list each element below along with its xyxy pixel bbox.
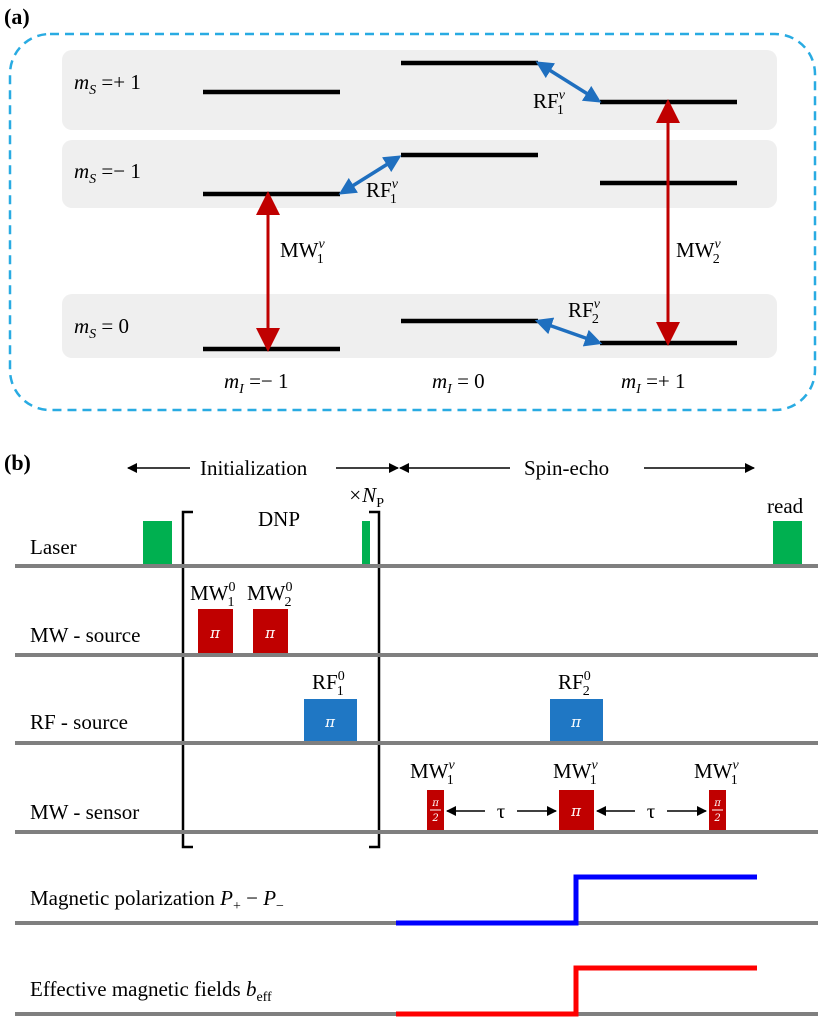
panel-a-dashed-border <box>8 32 817 412</box>
row-label-field: Effective magnetic fields beff <box>30 977 272 1005</box>
row-label-mw-source: MW - source <box>30 623 140 647</box>
sens-pulse-1-den: 2 <box>431 813 438 824</box>
tau2-label: τ <box>647 799 655 823</box>
laser-pulse-dnp <box>362 521 370 564</box>
label-spin-echo: Spin-echo <box>524 456 609 480</box>
label-mi-plus: mI =+ 1 <box>621 369 686 397</box>
label-mi-zero: mI = 0 <box>432 369 485 397</box>
panel-a-tag: (a) <box>4 4 30 29</box>
rf-arrow-top <box>535 61 602 103</box>
label-ms-zero: mS = 0 <box>74 314 129 342</box>
sens-pulse-3-num: π <box>713 798 721 809</box>
label-repeat: ×NP <box>348 483 384 511</box>
dnp-bracket-right <box>369 510 381 849</box>
laser-pulse-1 <box>143 521 172 564</box>
band-ms-zero <box>62 294 777 358</box>
mw-src-pulse-1-glyph: π <box>209 624 221 642</box>
band-ms-minus <box>62 140 777 208</box>
sens-pulse-1-num: π <box>431 798 439 809</box>
row-label-mw-sensor: MW - sensor <box>30 800 139 824</box>
rf-src-pulse-1 <box>304 699 357 741</box>
label-initialization: Initialization <box>200 456 308 480</box>
rf-src-pulse-1-glyph: π <box>324 713 336 731</box>
rf-arrow-bot <box>534 317 603 347</box>
laser-pulse-read <box>773 521 802 564</box>
polarization-trace <box>396 874 757 926</box>
panel-b-tag: (b) <box>4 450 31 475</box>
tau1-label: τ <box>497 799 505 823</box>
sens-pulse-2 <box>559 790 594 830</box>
row-label-laser: Laser <box>30 535 77 559</box>
mw-src-pulse-2-glyph: π <box>264 624 276 642</box>
rf-arrow-mid <box>338 155 402 195</box>
label-mi-minus: mI =− 1 <box>224 369 289 397</box>
mw-src-pulse-1 <box>198 609 233 653</box>
label-ms-plus: mS =+ 1 <box>74 70 141 98</box>
sens-pulse-3-den: 2 <box>713 813 720 824</box>
sens-pulse-2-glyph: π <box>570 802 582 820</box>
label-ms-minus: mS =− 1 <box>74 159 141 187</box>
field-trace <box>396 965 757 1017</box>
mw-src-pulse-2 <box>253 609 288 653</box>
row-label-polarization: Magnetic polarization P+ − P− <box>30 886 284 914</box>
rf-src-pulse-2-glyph: π <box>570 713 582 731</box>
rf-src-pulse-2 <box>550 699 603 741</box>
dnp-bracket-left <box>181 510 193 849</box>
label-dnp: DNP <box>258 507 300 531</box>
row-label-rf-source: RF - source <box>30 710 128 734</box>
label-read: read <box>767 494 804 518</box>
